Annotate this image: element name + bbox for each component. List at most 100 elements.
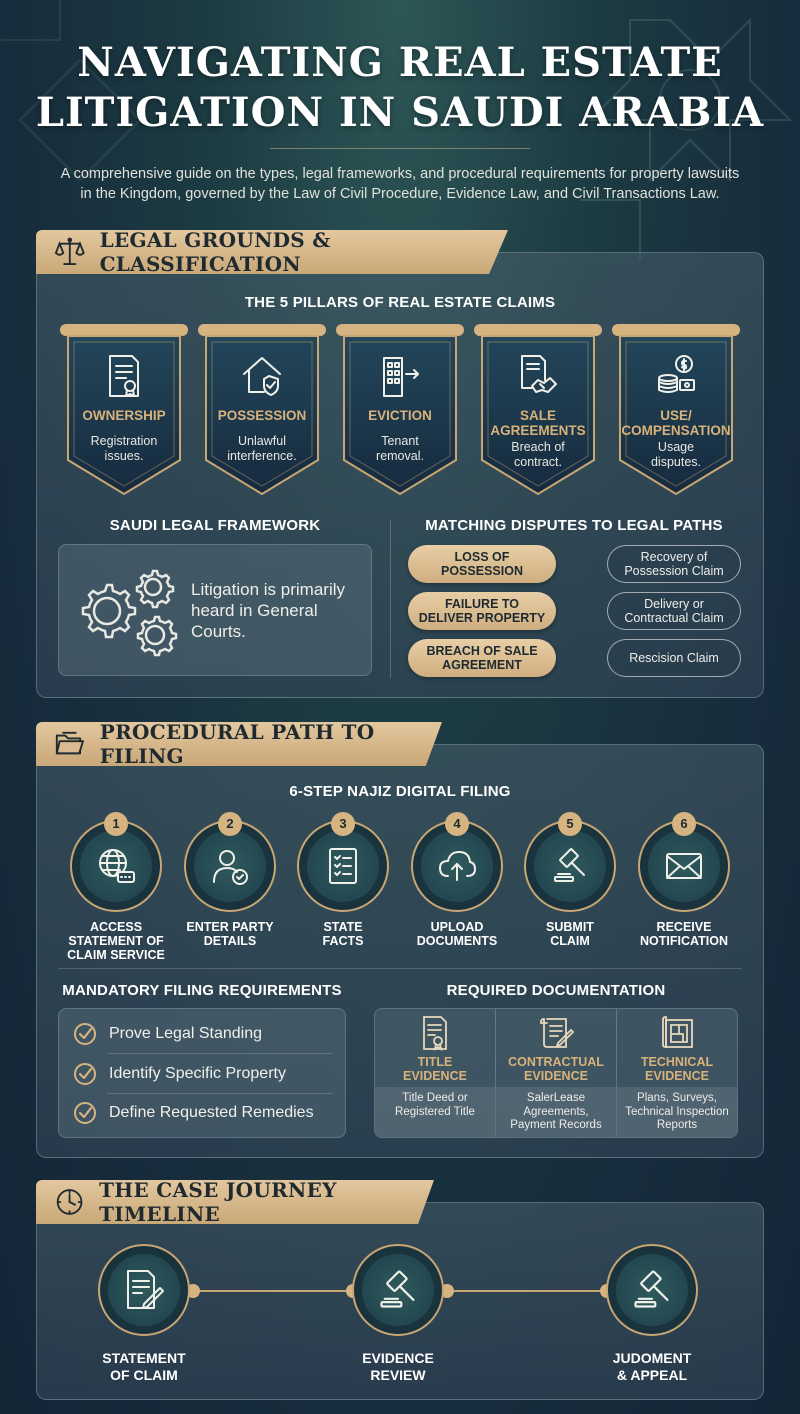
document-title: TITLE EVIDENCE [375,1055,495,1083]
section1-divider [390,520,391,678]
section2-divider [58,968,742,969]
document-card: TITLE EVIDENCE Title Deed or Registered … [375,1009,495,1137]
pillar-title-line: USE/ [660,408,692,423]
pillar-description: Usage disputes. [626,440,726,470]
document-desc-line: SalerLease [526,1092,586,1104]
requirements-heading: MANDATORY FILING REQUIREMENTS [62,982,342,999]
path-line: Contractual Claim [624,611,724,625]
envelope-icon [664,846,704,886]
step-number: 6 [672,812,696,836]
timeline-label: JUDOMENT& APPEAL [572,1350,732,1384]
step-label-line: ACCESS [89,920,143,934]
pillar-shield [198,324,326,496]
framework-text: Litigation is primarily heard in General… [191,580,345,641]
document-title: TECHNICAL EVIDENCE [617,1055,737,1083]
timeline-node [606,1244,698,1336]
document-desc-line: Title Deed or [402,1092,468,1104]
building-exit-icon [380,354,420,398]
title-line-2: LITIGATION IN SAUDI ARABIA [35,89,765,136]
pillar-title-line: OWNERSHIP [82,408,166,423]
pillar-title-line: EVICTION [368,408,432,423]
step-number: 2 [218,812,242,836]
dispute-line: POSSESSION [441,564,523,578]
timeline-connector-1 [192,1290,352,1292]
handshake-document-icon [518,354,558,398]
document-title-line: EVIDENCE [524,1069,588,1083]
pillar-title-line: AGREEMENTS [490,423,586,438]
timeline-node [98,1244,190,1336]
path-line: Delivery or [644,597,704,611]
document-desc-line: Payment Records [510,1119,602,1131]
pillar-title-line: COMPENSATION [621,423,731,438]
pillar-description: Registration issues. [74,434,174,464]
dispute-line: DELIVER PROPERTY [418,611,546,625]
pillar-title: USE/ COMPENSATION [616,408,736,438]
document-desc-bg [375,1087,495,1137]
requirement-item: Prove Legal Standing [73,1015,335,1053]
gavel-icon [550,846,590,886]
matching-heading: MATCHING DISPUTES TO LEGAL PATHS [425,517,723,534]
pillar-desc-line: removal. [376,449,424,463]
path-line: Rescision Claim [629,651,719,665]
globe-icon [96,846,136,886]
subtitle-line-1: A comprehensive guide on the types, lega… [60,166,740,182]
requirement-item: Define Requested Remedies [73,1094,335,1132]
pillar-desc-line: interference. [227,449,297,463]
documentation-box: TITLE EVIDENCE Title Deed or Registered … [374,1008,738,1138]
dispute-line: FAILURE TO [444,597,520,611]
check-circle-icon [74,1102,96,1124]
document-divider [616,1009,617,1137]
scales-icon [54,237,85,266]
requirement-text: Define Requested Remedies [109,1104,314,1121]
timeline-connector-2 [446,1290,606,1292]
pillar-card: SALE AGREEMENTS Breach of contract. [474,322,602,498]
document-divider [495,1009,496,1137]
certificate-icon [104,354,144,398]
folder-icon [55,731,84,755]
step-number: 3 [331,812,355,836]
dispute-line: AGREEMENT [442,658,522,672]
decorative-pattern [580,17,793,260]
pillar-title: POSSESSION [202,408,322,423]
document-title-line: TITLE [417,1055,453,1069]
pillar-desc-line: Usage [657,440,695,454]
pillar-card: OWNERSHIP Registration issues. [60,322,188,498]
pillar-card: EVICTION Tenant removal. [336,322,464,498]
gavel-icon [376,1268,420,1312]
pillar-title: SALE AGREEMENTS [478,408,598,438]
banner-title: LEGAL GROUNDS & CLASSIFICATION [99,228,331,276]
pillar-desc-line: Registration [90,434,158,448]
page-title: NAVIGATING REAL ESTATE LITIGATION IN SAU… [0,38,800,138]
pillar-desc-line: disputes. [650,455,702,469]
document-description: Title Deed or Registered Title [377,1092,493,1119]
step-label: ACCESS STATEMENT OF CLAIM SERVICE [61,920,171,962]
step-label: SUBMIT CLAIM [515,920,625,948]
pillar-title-line: SALE [519,408,556,423]
requirements-box: Prove Legal Standing Identify Specific P… [58,1008,346,1138]
framework-box: Litigation is primarily heard in General… [58,544,372,676]
step-label-line: NOTIFICATION [640,934,728,948]
check-circle-icon [74,1023,96,1045]
document-title-line: EVIDENCE [645,1069,709,1083]
pillar-title: EVICTION [340,408,460,423]
pillars-heading: THE 5 PILLARS OF REAL ESTATE CLAIMS [244,294,556,311]
step-label: UPLOAD DOCUMENTS [402,920,512,948]
step-label-line: DETAILS [203,934,257,948]
document-title-line: CONTRACTUAL [508,1055,604,1069]
pillar-title: OWNERSHIP [64,408,184,423]
pillar-desc-line: issues. [104,449,144,463]
step-label-line: FACTS [322,934,364,948]
step-label-line: CLAIM [550,934,590,948]
step-label-line: UPLOAD [430,920,484,934]
document-desc-line: Reports [656,1119,698,1131]
decorative-pattern-left [0,0,142,182]
document-desc-line: Plans, Surveys, [637,1092,717,1104]
step-number: 4 [445,812,469,836]
documentation-heading: REQUIRED DOCUMENTATION [446,982,666,999]
step-label: ENTER PARTY DETAILS [175,920,285,948]
clock-icon [56,1189,83,1215]
coins-icon [656,354,696,398]
document-title: CONTRACTUAL EVIDENCE [496,1055,616,1083]
step-label-line: DOCUMENTS [416,934,498,948]
title-line-1: NAVIGATING REAL ESTATE [77,39,723,86]
